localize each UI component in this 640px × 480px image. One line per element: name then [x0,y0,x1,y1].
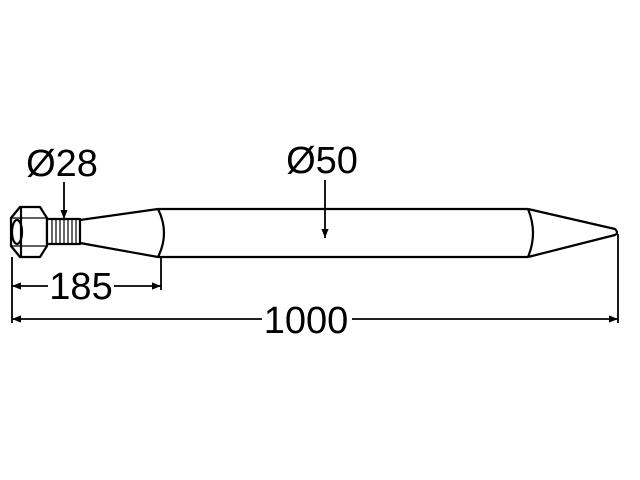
thread-diameter-label: Ø28 [26,143,98,185]
body-diameter-label: Ø50 [286,140,358,182]
tine-tip [527,207,619,259]
thread [45,217,82,246]
tine-body [158,207,528,259]
thread-length-label: 185 [49,266,112,308]
total-length-label: 1000 [264,300,349,342]
nut [9,205,49,259]
shank-taper [79,207,159,259]
